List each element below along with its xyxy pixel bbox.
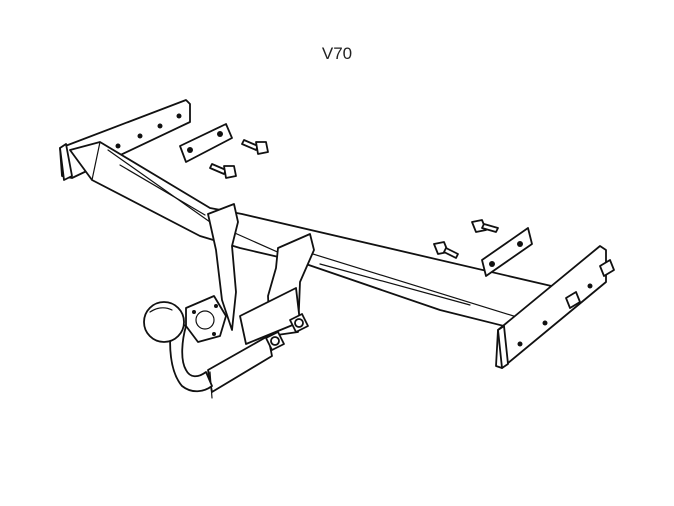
main-crossbar xyxy=(69,141,561,331)
bolt-right-upper xyxy=(471,219,499,233)
socket-plate xyxy=(207,335,273,399)
spacer-plate-right xyxy=(481,227,533,277)
hanger-bolt-1 xyxy=(265,331,285,351)
bolt-left-lower xyxy=(209,163,237,179)
bolt-right-lower xyxy=(433,241,459,259)
ball-flange xyxy=(185,295,227,343)
right-nut-lower xyxy=(565,291,581,309)
bolt-left-upper xyxy=(241,139,269,155)
hanger-bolt-2 xyxy=(289,313,309,333)
center-hanger xyxy=(207,203,315,345)
diagram-title: V70 xyxy=(321,44,353,63)
tow-ball xyxy=(143,301,213,393)
right-nut-upper xyxy=(599,259,615,277)
spacer-plate-left xyxy=(179,123,233,163)
right-side-bracket xyxy=(495,245,615,369)
